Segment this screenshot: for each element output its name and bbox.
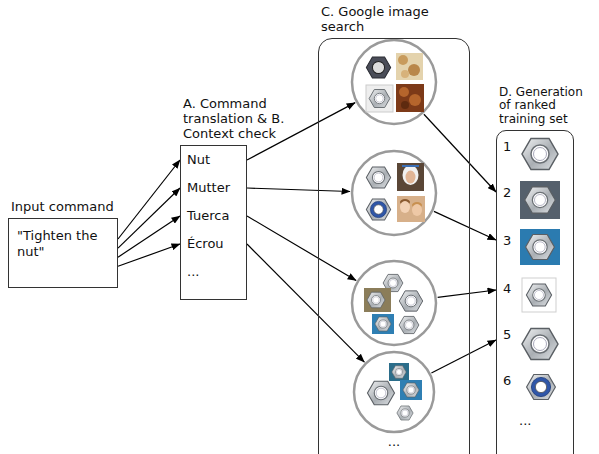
nut-photo: [366, 199, 390, 220]
command-text: "Tighten the nut": [17, 228, 109, 259]
translation-word: Mutter: [187, 174, 230, 202]
nut-photo: [397, 406, 413, 420]
arrow-connector: [424, 114, 496, 373]
arrow-line: [431, 340, 496, 373]
ranked-images: [520, 138, 560, 399]
translation-word: ...: [187, 258, 199, 286]
arrow-line: [118, 244, 180, 266]
translation-word: Écrou: [187, 230, 224, 258]
arrow-line: [424, 114, 496, 192]
rank-number: 1: [503, 139, 511, 155]
arrow-line: [247, 188, 350, 192]
nut-photo: [522, 328, 558, 359]
arrow-line: [247, 216, 356, 281]
nut-photo: [368, 381, 395, 404]
nut-photo: [372, 314, 394, 334]
ranked-set-panel: D. Generation of ranked training set...1…: [496, 130, 574, 454]
nut-photo: [400, 380, 422, 400]
rank-number: 3: [503, 233, 511, 249]
nut-photo: [366, 85, 393, 112]
input-box: Input command"Tighten the nut": [8, 218, 118, 288]
ellipsis: ...: [519, 413, 531, 429]
person-photo: [397, 163, 424, 191]
arrow-line: [118, 216, 180, 257]
arrow-connector: [247, 103, 364, 363]
nut-photo: [399, 291, 422, 311]
arrow-connector: [118, 160, 180, 266]
heading: C. Google image search: [321, 5, 471, 35]
food-photo: [396, 84, 424, 112]
person-photo: [397, 196, 425, 222]
nut-photo: [522, 278, 556, 312]
nut-photo: [364, 288, 391, 312]
nut-photo: [527, 375, 556, 400]
nut-photo: [520, 229, 560, 265]
nut-photo: [520, 181, 560, 219]
rank-number: 5: [503, 327, 511, 343]
food-photo: [396, 53, 423, 80]
arrow-line: [118, 160, 180, 239]
arrow-line: [118, 188, 180, 248]
arrow-line: [247, 244, 364, 362]
nut-photo: [399, 316, 419, 333]
heading: D. Generation of ranked training set: [499, 86, 594, 127]
rank-number: 6: [503, 373, 511, 389]
nut-photo: [389, 363, 409, 381]
translation-word: Nut: [187, 146, 210, 174]
search-result-circle: [352, 151, 436, 235]
ellipsis: ...: [319, 434, 469, 450]
nut-photo: [366, 167, 390, 188]
nut-photo: [366, 57, 390, 78]
rank-number: 2: [503, 185, 511, 201]
search-result-circle: [352, 40, 436, 124]
search-panel: C. Google image search...: [318, 38, 470, 454]
translation-word: Tuerca: [187, 202, 229, 230]
arrow-line: [434, 211, 496, 240]
search-result-circle: [354, 352, 434, 432]
rank-number: 4: [503, 281, 511, 297]
heading: Input command: [11, 200, 151, 215]
search-result-circle: [352, 261, 436, 345]
heading: A. Command translation & B. Context chec…: [183, 97, 288, 142]
translation-box: A. Command translation & B. Context chec…: [180, 145, 247, 300]
nut-photo: [522, 138, 558, 169]
arrow-line: [438, 290, 496, 297]
